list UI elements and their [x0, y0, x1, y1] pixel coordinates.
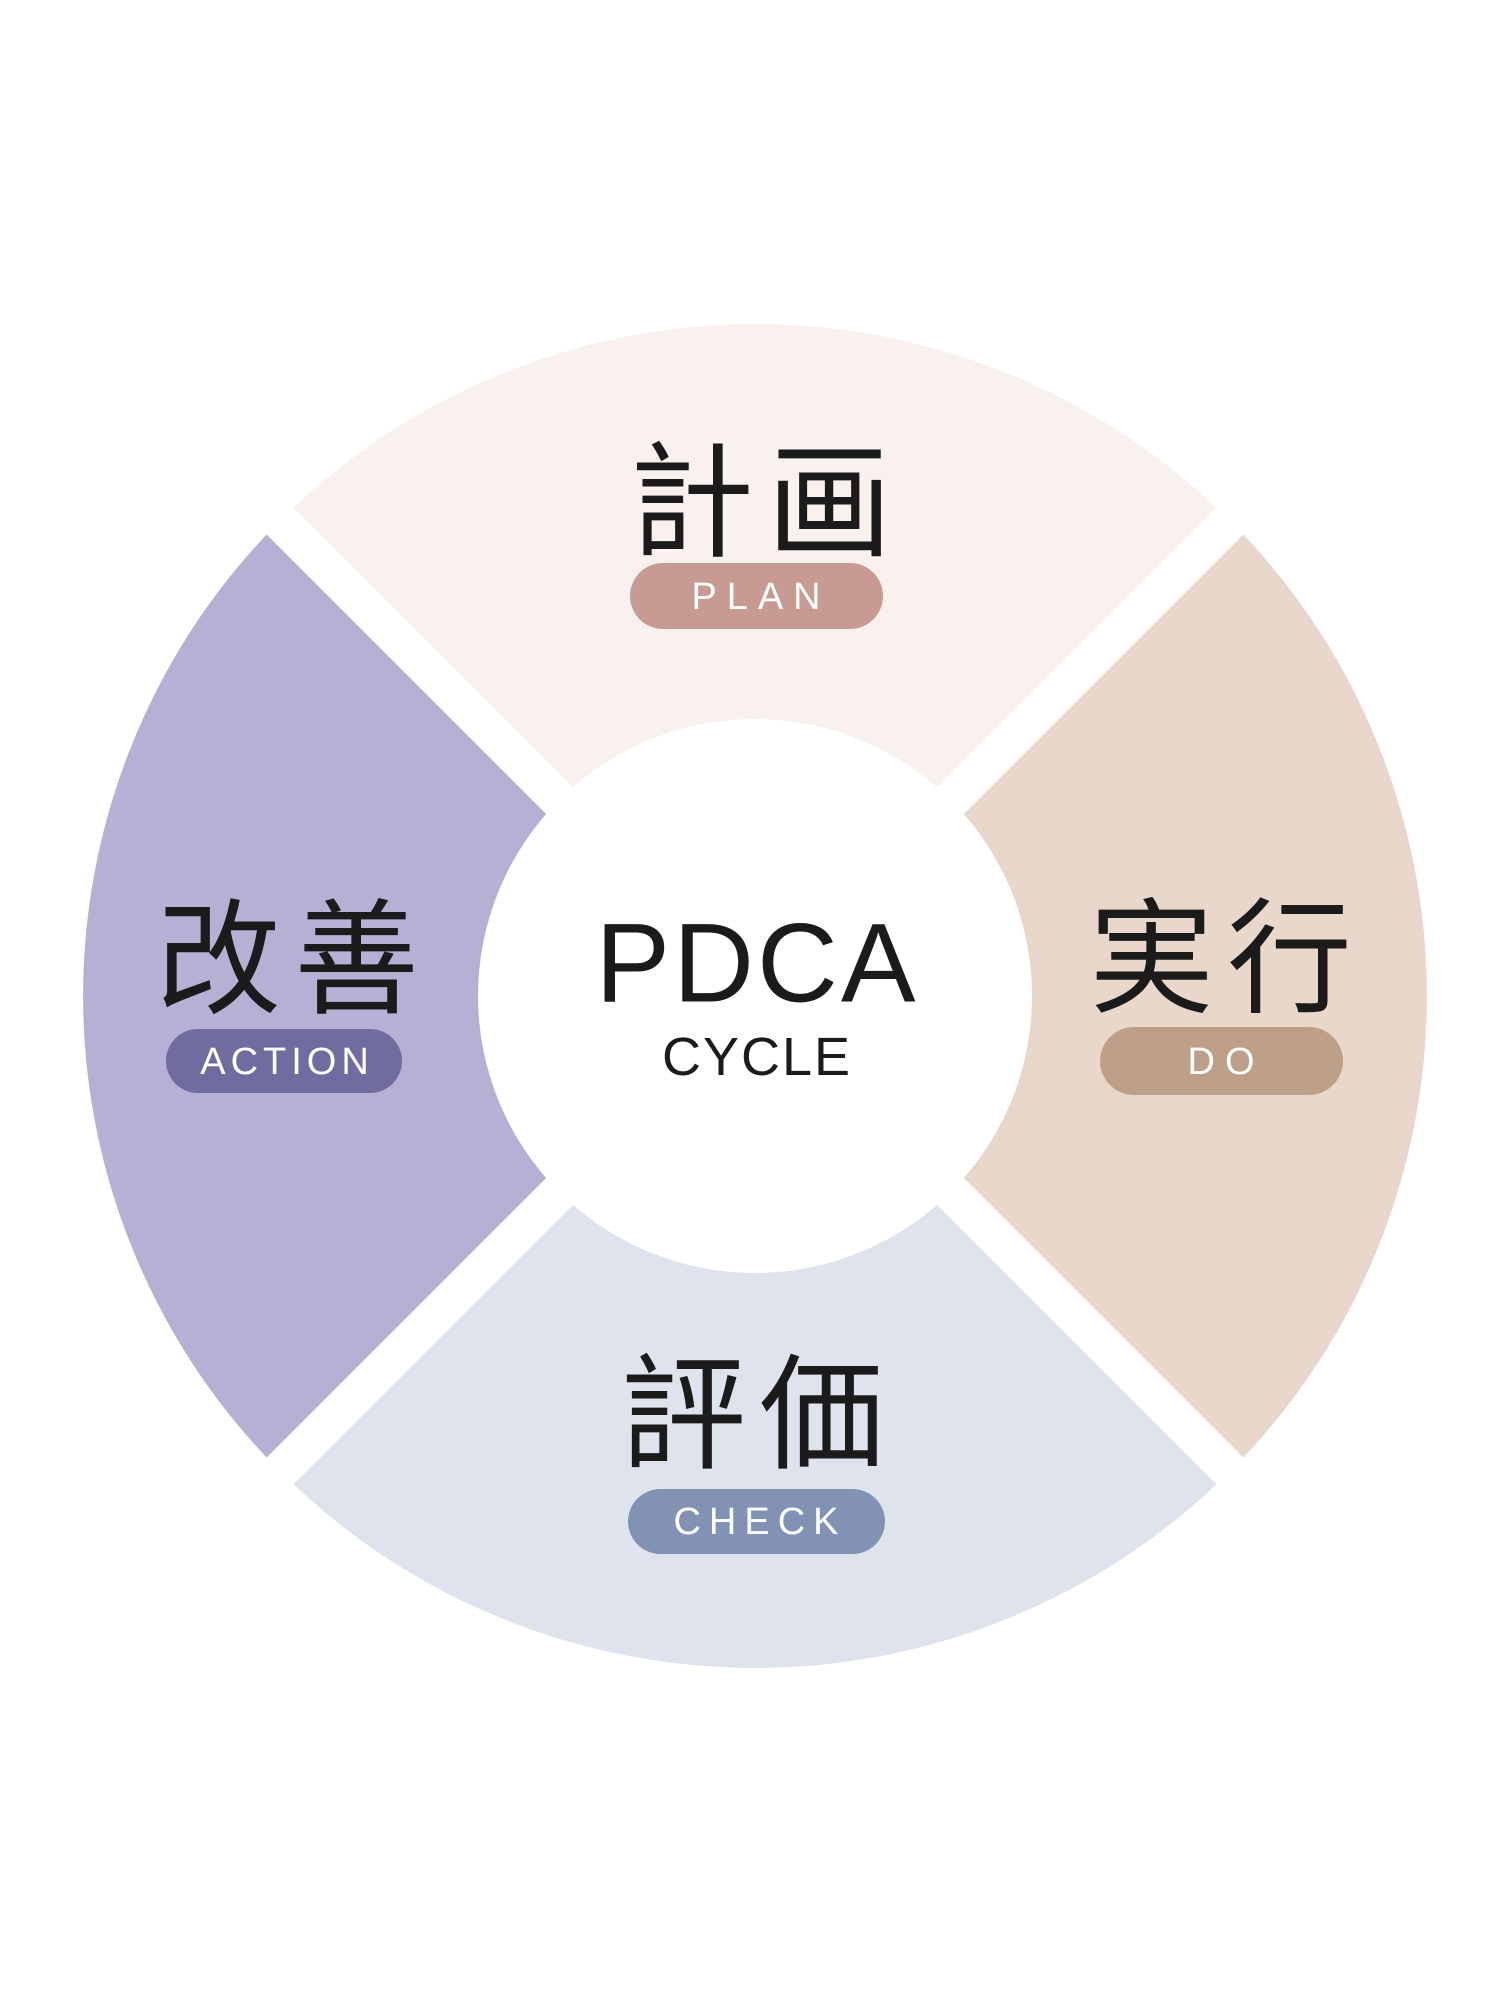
do-badge-label: DO	[1188, 1041, 1265, 1083]
segment-action-kanji: 改善	[156, 892, 432, 1031]
segment-check-kanji: 評価	[621, 1347, 897, 1486]
segment-check-wedge-edge	[278, 992, 1232, 1668]
check-badge-label: CHECK	[673, 1501, 846, 1543]
action-badge-label: ACTION	[200, 1041, 374, 1083]
segment-check-wedge	[282, 996, 1228, 1664]
segment-plan-wedge-edge	[278, 324, 1232, 1000]
segment-plan-wedge	[282, 328, 1228, 996]
segment-action-wedge	[87, 523, 756, 1469]
segment-do-wedge	[755, 523, 1423, 1469]
segment-action-wedge-edge	[83, 519, 759, 1473]
do-badge	[1100, 1027, 1343, 1095]
segment-plan-kanji: 計画	[629, 435, 905, 574]
segment-do-kanji: 実行	[1089, 891, 1365, 1030]
plan-badge	[630, 563, 883, 629]
segment-do-wedge-edge	[751, 519, 1427, 1473]
center-title: PDCA	[595, 901, 918, 1026]
center-circle	[478, 719, 1032, 1273]
ring-segments	[83, 324, 1427, 1668]
center-subtitle: CYCLE	[662, 1027, 852, 1087]
action-badge	[166, 1029, 402, 1093]
plan-badge-label: PLAN	[691, 576, 830, 618]
check-badge	[628, 1489, 885, 1554]
